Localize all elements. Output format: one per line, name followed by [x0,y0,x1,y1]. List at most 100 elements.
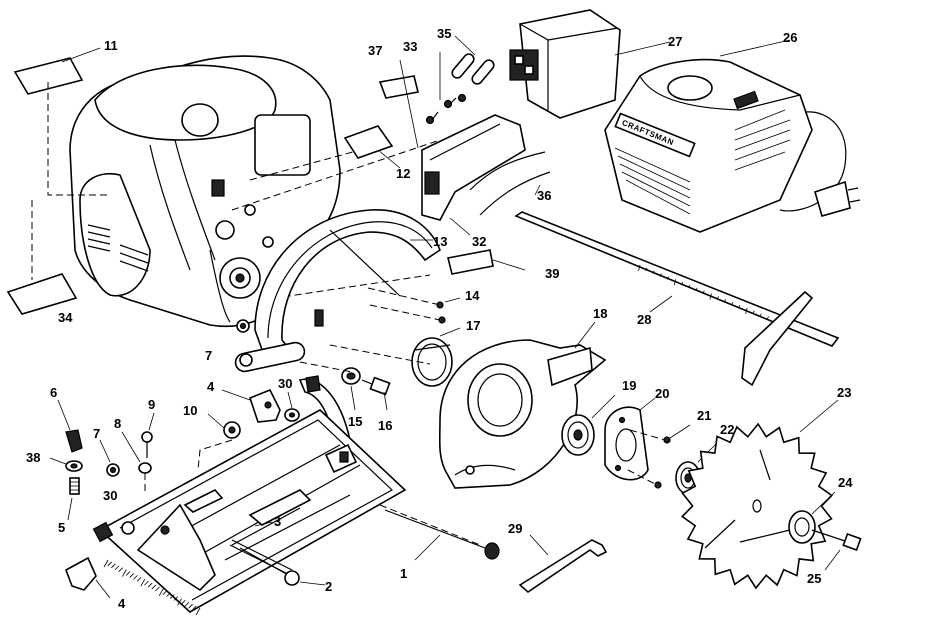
fence-tick [673,279,677,286]
part-30-washer-upper [284,391,300,422]
base-ruler-tick [162,590,168,596]
callout-16: 16 [378,418,392,433]
part-36-guard-strip [469,151,551,216]
callout-23: 23 [837,385,851,400]
fence-tick [716,296,719,300]
base-ruler-tick [158,588,164,596]
part-5-spring [67,477,80,521]
base-ruler-tick [195,607,201,616]
callout-39: 39 [545,266,559,281]
callout-10: 10 [183,403,197,418]
motor-vents [87,224,149,272]
callout-25: 25 [807,571,821,586]
part-37-label [378,59,419,149]
part-16-bolt [361,376,391,411]
callout-labels: 11 34 12 37 33 35 27 26 32 36 13 39 14 2… [26,26,853,611]
callout-30a: 30 [278,376,292,391]
callout-13: 13 [433,234,447,249]
part-15-bushing [341,367,361,411]
callout-33: 33 [403,39,417,54]
callout-8: 8 [114,416,121,431]
part-14-screws [367,287,461,324]
part-33-screws [425,52,467,125]
fence-tick [659,273,662,277]
fence-tick [688,284,691,289]
callout-17: 17 [466,318,480,333]
callout-18: 18 [593,306,607,321]
callout-6: 6 [50,385,57,400]
motor-housing [69,55,341,328]
part-28-rip-fence [514,211,840,387]
fence-tick [709,293,712,300]
base-ruler-tick [111,563,116,569]
fence-tick [645,267,648,272]
base-ruler-tick [192,605,197,611]
base-ruler-tick [133,575,138,580]
part-12-label [343,125,401,169]
base-ruler-tick [188,603,193,609]
part-35-terminals [451,35,495,85]
base-ruler-tick [122,569,127,577]
part-32-latch-shell [421,114,526,236]
base-ruler-tick [147,582,153,588]
callout-14: 14 [465,288,480,303]
fence-tick [702,290,705,294]
part-7-nut-lower [99,439,120,477]
callout-4a: 4 [207,379,215,394]
callout-15: 15 [348,414,362,429]
fence-tick [745,307,748,314]
part-23-saw-blade [680,399,839,590]
callout-7b: 7 [93,426,100,441]
part-4-knob-lower [65,556,111,599]
part-24-washer [788,491,836,544]
fence-tick [766,316,769,320]
part-34-label [6,273,78,315]
callout-26: 26 [783,30,797,45]
fence-tick [752,310,755,314]
callout-21: 21 [697,408,711,423]
base-ruler-tick [184,601,190,607]
part-1-threaded-rod [379,504,500,561]
base-ruler-tick [125,571,131,576]
base-ruler-tick [177,598,182,606]
callout-27: 27 [668,34,682,49]
callout-28: 28 [637,312,651,327]
base-ruler-tick [144,580,149,586]
part-10-nut [207,413,241,439]
base-ruler-tick [140,579,146,587]
callout-24: 24 [838,475,853,490]
fence-tick [695,287,698,292]
base-ruler-tick [114,565,120,571]
part-11-label [13,47,101,95]
callout-4b: 4 [118,596,126,611]
part-21-screws [627,424,691,489]
callout-7a: 7 [205,348,212,363]
part-19-bearing [561,394,616,456]
base-ruler-tick [103,559,109,568]
fence-tick [730,301,734,306]
fence-tick [723,299,727,303]
callout-9: 9 [148,397,155,412]
callout-30b: 30 [103,488,117,503]
part-29-hex-key [518,534,608,594]
base-plate [92,409,407,616]
callout-5: 5 [58,520,65,535]
fence-tick [680,281,684,286]
part-20-plate [604,397,656,481]
callout-2: 2 [325,579,332,594]
base-ruler-tick [180,600,186,605]
base-ruler-tick [169,594,175,599]
part-26-charger: CRAFTSMAN [604,39,861,233]
base-ruler-tick [155,586,160,592]
part-4-bracket-upper [221,388,281,423]
callout-36: 36 [537,188,551,203]
fence-tick [666,276,669,280]
base-ruler-tick [166,592,171,597]
part-27-battery-pack [509,9,671,119]
part-25-bolt [811,529,862,571]
part-18-lower-guard [438,321,607,489]
fence-tick [759,313,762,317]
base-ruler-tick [151,584,157,590]
part-9-screw [141,412,155,458]
base-ruler-tick [173,596,179,601]
